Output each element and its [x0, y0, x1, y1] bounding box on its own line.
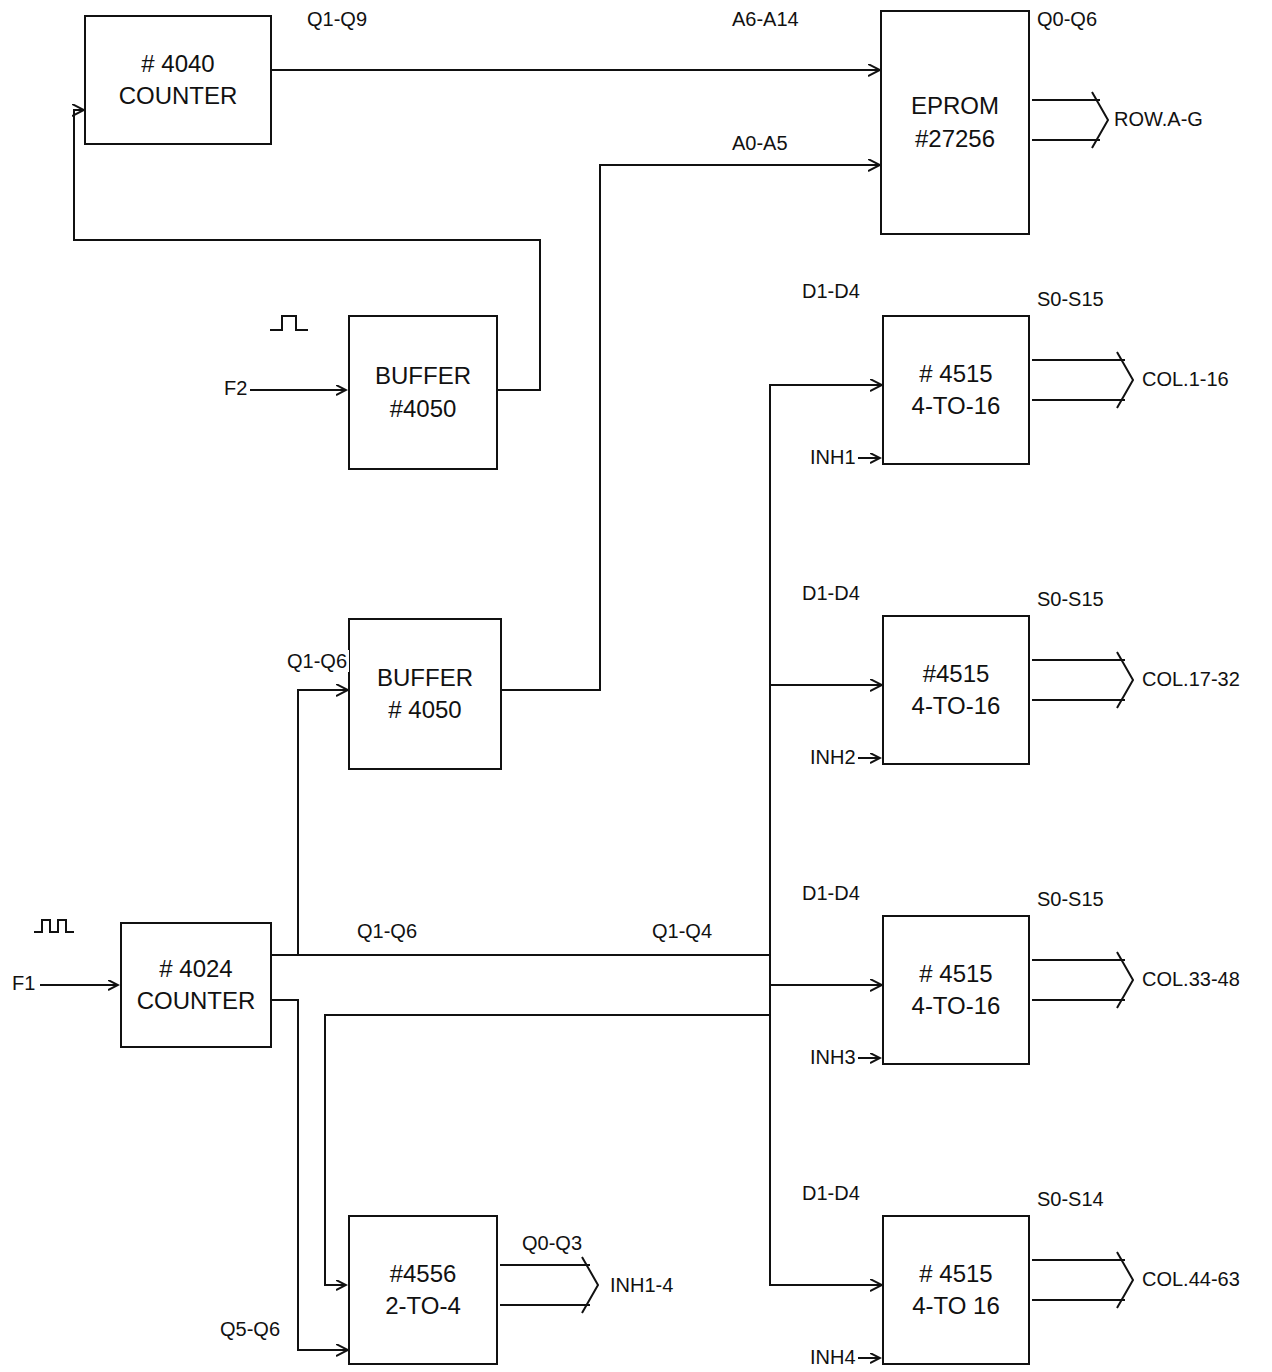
signal-label: ROW.A-G	[1112, 108, 1205, 130]
bus-connector	[272, 690, 348, 955]
signal-label: Q0-Q3	[520, 1232, 584, 1254]
signal-label: Q1-Q4	[650, 920, 714, 942]
clock-input	[250, 389, 346, 391]
signal-label: INH2	[808, 746, 858, 768]
chip-label: 4-TO-16	[912, 690, 1001, 722]
chip-label: #4556	[390, 1258, 457, 1290]
inhibit-input	[858, 1057, 880, 1059]
chip-label: # 4515	[919, 1258, 992, 1290]
inhibit-input	[858, 457, 880, 459]
signal-label: Q1-Q9	[305, 8, 369, 30]
chip-label: COUNTER	[137, 985, 256, 1017]
chip-label: 4-TO-16	[912, 390, 1001, 422]
signal-label: Q0-Q6	[1035, 8, 1099, 30]
chip-label: #27256	[915, 123, 995, 155]
chip-label: # 4515	[919, 358, 992, 390]
ic-block: # 45154-TO-16	[882, 915, 1030, 1065]
ic-block: #45154-TO-16	[882, 615, 1030, 765]
signal-label: S0-S15	[1035, 888, 1106, 910]
output-bus	[1032, 352, 1133, 408]
ic-block: # 4024COUNTER	[120, 922, 272, 1048]
bus-connector	[272, 385, 882, 955]
ic-block: # 45154-TO-16	[882, 315, 1030, 465]
chip-label: # 4515	[919, 958, 992, 990]
pulse-symbol	[34, 920, 74, 932]
output-bus	[500, 1257, 598, 1313]
output-bus	[1032, 1252, 1133, 1308]
signal-label: D1-D4	[800, 882, 862, 904]
chip-label: # 4040	[141, 48, 214, 80]
ic-block: #45562-TO-4	[348, 1215, 498, 1365]
inhibit-input	[858, 757, 880, 759]
bus-connector	[502, 165, 880, 690]
ic-block: # 4040COUNTER	[84, 15, 272, 145]
ic-block: BUFFER# 4050	[348, 618, 502, 770]
signal-label: INH4	[808, 1346, 858, 1368]
signal-label: COL.33-48	[1140, 968, 1242, 990]
chip-label: 4-TO-16	[912, 990, 1001, 1022]
chip-label: 2-TO-4	[385, 1290, 461, 1322]
signal-label: D1-D4	[800, 582, 862, 604]
bus-connector	[272, 955, 882, 985]
signal-label: D1-D4	[800, 1182, 862, 1204]
signal-label: D1-D4	[800, 280, 862, 302]
signal-label: F1	[10, 972, 37, 994]
signal-label: COL.44-63	[1140, 1268, 1242, 1290]
chip-label: #4515	[923, 658, 990, 690]
output-bus	[1032, 652, 1133, 708]
pulse-symbol	[270, 316, 308, 330]
ic-block: BUFFER#4050	[348, 315, 498, 470]
output-bus	[1032, 952, 1133, 1008]
ic-block: EPROM#27256	[880, 10, 1030, 235]
signal-label: S0-S14	[1035, 1188, 1106, 1210]
bus-wire	[745, 1014, 770, 1016]
signal-label: COL.17-32	[1140, 668, 1242, 690]
signal-label: Q5-Q6	[218, 1318, 282, 1340]
signal-label: S0-S15	[1035, 288, 1106, 310]
ic-block: # 45154-TO 16	[882, 1215, 1030, 1365]
clock-input	[40, 984, 118, 986]
chip-label: # 4024	[159, 953, 232, 985]
chip-label: BUFFER	[377, 662, 473, 694]
chip-label: BUFFER	[375, 360, 471, 392]
signal-label: F2	[222, 377, 249, 399]
signal-label: Q1-Q6	[355, 920, 419, 942]
signal-label: INH1-4	[608, 1274, 675, 1296]
output-bus	[1032, 92, 1108, 148]
bus-connector	[272, 1000, 348, 1350]
chip-label: #4050	[390, 393, 457, 425]
signal-label: COL.1-16	[1140, 368, 1231, 390]
signal-label: S0-S15	[1035, 588, 1106, 610]
signal-label: Q1-Q6	[285, 650, 349, 672]
signal-label: INH1	[808, 446, 858, 468]
chip-label: # 4050	[388, 694, 461, 726]
chip-label: 4-TO 16	[912, 1290, 1000, 1322]
bus-connector	[272, 69, 880, 71]
signal-label: A0-A5	[730, 132, 790, 154]
inhibit-input	[858, 1357, 880, 1359]
chip-label: EPROM	[911, 90, 999, 122]
signal-label: A6-A14	[730, 8, 801, 30]
chip-label: COUNTER	[119, 80, 238, 112]
signal-label: INH3	[808, 1046, 858, 1068]
